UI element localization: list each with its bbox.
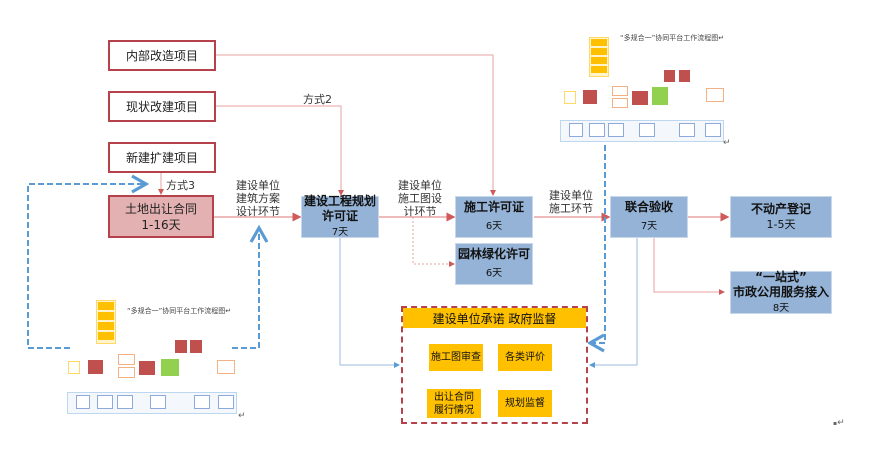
mini-block (98, 322, 114, 330)
mini-block (161, 359, 179, 376)
planning-permit-title-1: 建设工程规划 (303, 194, 376, 208)
stage-label-construction-drawing: 建设单位 施工图设 计环节 (398, 179, 442, 218)
mini-block (190, 340, 202, 353)
dashed-link-thumbnail-bottom-to-architecture (232, 224, 269, 349)
mini-block (564, 91, 576, 104)
mini-block (118, 367, 135, 378)
mini-block (217, 360, 235, 374)
mini-block (589, 123, 605, 137)
thumbnail-title: “多规合一”协同平台工作流程图↵ (127, 307, 232, 315)
land-contract-box[interactable]: 土地出让合同 1-16天 (108, 195, 214, 238)
mini-block (591, 66, 607, 73)
mini-block (98, 302, 114, 310)
land-contract-title: 土地出让合同 (124, 201, 197, 216)
utilities-title-1: “一站式” (755, 269, 807, 284)
utilities-title-2: 市政公用服务接入 (732, 284, 829, 299)
mini-block (150, 395, 166, 409)
workflow-thumbnail-bottom[interactable]: “多规合一”协同平台工作流程图↵ (62, 298, 252, 414)
project-type-label: 现状改建项目 (125, 100, 198, 114)
mini-block (652, 87, 668, 105)
mini-block (612, 86, 628, 96)
joint-acceptance-title: 联合验收 (624, 200, 673, 214)
mini-block (679, 123, 695, 137)
stage-label-architecture: 建设单位 建筑方案 设计环节 (236, 179, 280, 218)
connector-to-landscaping (412, 217, 455, 267)
mini-block (569, 123, 583, 137)
paragraph-mark: ↵ (238, 411, 246, 421)
connector-acceptance-to-utilities (653, 238, 725, 295)
mini-block (706, 88, 724, 102)
supervision-item-assessments[interactable]: 各类评价 (498, 344, 552, 371)
joint-acceptance-duration: 7天 (640, 221, 658, 232)
mini-block (664, 70, 675, 82)
route-label-mode2: 方式2 (303, 93, 332, 106)
mini-block (175, 340, 187, 353)
supervision-item-planning-supervision[interactable]: 规划监督 (498, 390, 552, 417)
real-estate-title: 不动产登记 (750, 202, 811, 216)
project-type-new-construction[interactable]: 新建扩建项目 (108, 142, 216, 173)
supervision-header: 建设单位承诺 政府监督 (403, 308, 586, 328)
mini-block (639, 123, 655, 137)
planning-permit-title-2: 许可证 (321, 209, 358, 223)
mini-block (76, 395, 90, 409)
construction-permit-box[interactable]: 施工许可证 6天 (455, 196, 533, 238)
mini-block (612, 98, 628, 108)
supervision-item-drawing-review[interactable]: 施工图审查 (429, 344, 483, 371)
mini-block (591, 48, 607, 55)
mini-block (139, 361, 155, 375)
construction-permit-title: 施工许可证 (463, 200, 524, 214)
joint-acceptance-box[interactable]: 联合验收 7天 (610, 196, 688, 238)
mini-block (117, 395, 133, 409)
workflow-thumbnail-top[interactable]: “多规合一”协同平台工作流程图↵ (555, 30, 745, 145)
dashed-link-thumbnail-top-to-supervision (586, 145, 606, 353)
real-estate-duration: 1-5天 (766, 218, 796, 231)
real-estate-registration-box[interactable]: 不动产登记 1-5天 (730, 196, 832, 238)
mini-block (98, 332, 114, 340)
project-type-internal-renovation[interactable]: 内部改造项目 (108, 40, 216, 71)
paragraph-mark: ↵ (723, 138, 731, 148)
utilities-duration: 8天 (772, 302, 790, 314)
land-contract-duration: 1-16天 (141, 217, 181, 232)
project-type-label: 新建扩建项目 (125, 151, 198, 165)
mini-block (194, 395, 210, 409)
mini-block (118, 354, 135, 365)
mini-block (679, 70, 690, 82)
mini-block (98, 312, 114, 320)
mini-block (583, 90, 597, 104)
mini-block (88, 360, 103, 374)
paragraph-mark: ▪↵ (833, 418, 845, 428)
utilities-service-box[interactable]: “一站式” 市政公用服务接入 8天 (730, 269, 832, 314)
mini-block (68, 361, 80, 374)
planning-permit-box[interactable]: 建设工程规划 许可证 7天 (301, 194, 379, 238)
construction-permit-duration: 6天 (485, 221, 503, 232)
project-type-existing-renovation[interactable]: 现状改建项目 (108, 91, 216, 122)
mini-block (591, 39, 607, 46)
mini-block (97, 395, 113, 409)
route-label-mode3: 方式3 (166, 179, 195, 192)
dashed-link-loop-to-new-project (27, 174, 150, 349)
landscaping-permit-title: 园林绿化许可 (457, 247, 530, 261)
supervision-box: 建设单位承诺 政府监督 施工图审查 各类评价 出让合同 履行情况 规划监督 (401, 306, 588, 424)
mini-block (218, 395, 234, 409)
mini-block (632, 91, 648, 105)
planning-permit-duration: 7天 (331, 227, 349, 238)
mini-block (608, 123, 624, 137)
landscaping-permit-duration: 6天 (485, 268, 503, 279)
thumbnail-title: “多规合一”协同平台工作流程图↵ (620, 34, 725, 42)
mini-block (591, 57, 607, 64)
connector-acceptance-to-supervision (589, 238, 638, 368)
connector-renovation-to-planning (216, 105, 344, 196)
mini-block (705, 123, 721, 137)
supervision-item-contract-performance[interactable]: 出让合同 履行情况 (427, 389, 481, 418)
stage-label-construction: 建设单位 施工环节 (549, 189, 593, 215)
project-type-label: 内部改造项目 (125, 49, 198, 63)
connector-planning-to-supervision (339, 238, 400, 368)
connector-internal-to-construction (216, 54, 496, 196)
landscaping-permit-box[interactable]: 园林绿化许可 6天 (455, 243, 533, 285)
